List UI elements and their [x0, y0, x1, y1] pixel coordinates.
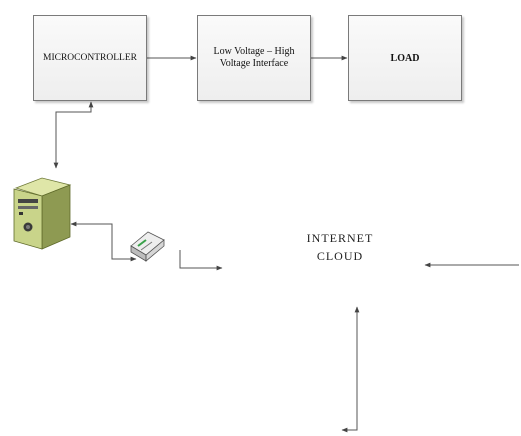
connector-computer-to-router	[70, 221, 137, 262]
internet-cloud-label-line2: CLOUD	[316, 249, 364, 263]
microcontroller-label: MICROCONTROLLER	[43, 53, 137, 63]
internet-cloud-label-line1: INTERNET	[306, 231, 374, 245]
voltage-interface-label-line1: Low Voltage – High	[213, 45, 295, 57]
connector-router-to-cloud	[179, 250, 223, 271]
voltage-interface-label-line2: Voltage Interface	[219, 58, 289, 69]
connector-bottom-to-cloud	[341, 306, 360, 433]
load-label: LOAD	[390, 52, 420, 64]
load-block: LOAD	[348, 15, 462, 101]
internet-cloud-label: INTERNET CLOUD	[290, 229, 390, 265]
voltage-interface-block: Low Voltage – High Voltage Interface	[197, 15, 311, 101]
router-icon	[130, 231, 165, 262]
voltage-interface-label: Low Voltage – High Voltage Interface	[213, 46, 294, 71]
desktop-computer-icon	[13, 177, 72, 250]
connector-computer-to-mcu	[53, 101, 94, 169]
microcontroller-block: MICROCONTROLLER	[33, 15, 147, 101]
